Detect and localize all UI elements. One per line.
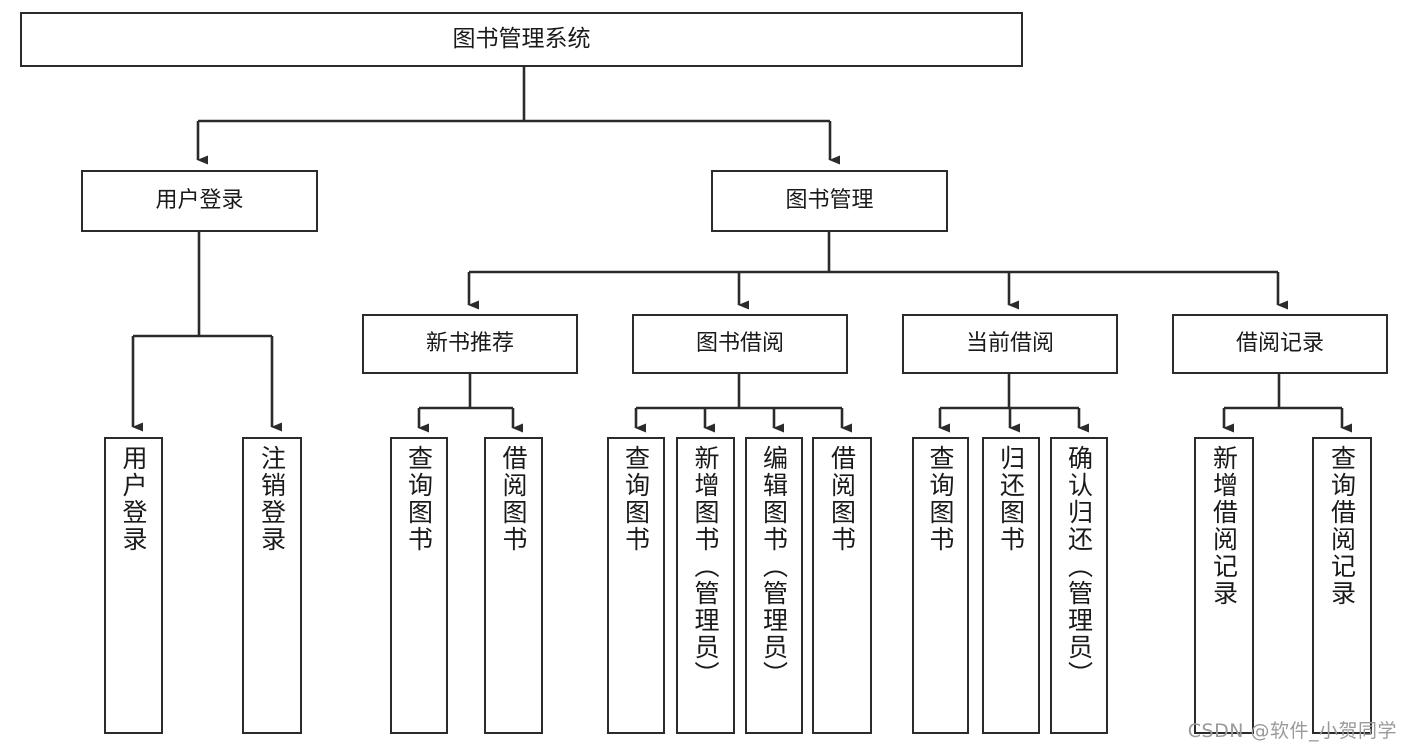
node-leaf-add-book-label: 新增图书（管理员） (691, 445, 720, 688)
node-leaf-borrow-book-2[interactable]: 借阅图书 (812, 437, 872, 734)
node-leaf-add-book[interactable]: 新增图书（管理员） (676, 437, 735, 734)
node-leaf-return-book-label: 归还图书 (996, 445, 1026, 553)
node-leaf-query-book-3[interactable]: 查询图书 (912, 437, 969, 734)
node-new-book-recommend-label: 新书推荐 (425, 330, 514, 356)
node-borrow-record-label: 借阅记录 (1235, 330, 1324, 356)
node-leaf-return-book[interactable]: 归还图书 (982, 437, 1040, 734)
node-leaf-query-book-3-label: 查询图书 (926, 445, 955, 553)
node-leaf-query-book-1-label: 查询图书 (404, 445, 434, 553)
node-leaf-edit-book-label: 编辑图书（管理员） (759, 445, 789, 688)
node-leaf-add-record-label: 新增借阅记录 (1209, 445, 1239, 607)
node-leaf-confirm-return-label: 确认归还（管理员） (1064, 445, 1094, 688)
node-leaf-query-book-1[interactable]: 查询图书 (390, 437, 448, 734)
node-leaf-user-login-label: 用户登录 (119, 445, 148, 553)
node-leaf-query-record-label: 查询借阅记录 (1327, 445, 1357, 607)
node-current-borrow[interactable]: 当前借阅 (902, 314, 1118, 374)
node-leaf-user-logout[interactable]: 注销登录 (242, 437, 302, 734)
node-leaf-edit-book[interactable]: 编辑图书（管理员） (745, 437, 803, 734)
node-leaf-user-logout-label: 注销登录 (257, 445, 287, 553)
node-user-login-label: 用户登录 (155, 187, 244, 213)
node-user-login[interactable]: 用户登录 (81, 170, 318, 232)
node-book-borrow-label: 图书借阅 (695, 330, 784, 356)
node-leaf-user-login[interactable]: 用户登录 (104, 437, 163, 734)
node-new-book-recommend[interactable]: 新书推荐 (362, 314, 578, 374)
node-book-manage-label: 图书管理 (785, 187, 874, 213)
node-leaf-query-record[interactable]: 查询借阅记录 (1312, 437, 1372, 734)
watermark-text: CSDN @软件_小贺同学 (1187, 720, 1397, 742)
node-leaf-borrow-book-1-label: 借阅图书 (499, 445, 528, 553)
node-root[interactable]: 图书管理系统 (20, 12, 1023, 67)
node-leaf-confirm-return[interactable]: 确认归还（管理员） (1050, 437, 1108, 734)
node-leaf-borrow-book-2-label: 借阅图书 (827, 445, 857, 553)
node-leaf-borrow-book-1[interactable]: 借阅图书 (484, 437, 543, 734)
node-book-manage[interactable]: 图书管理 (711, 170, 948, 232)
node-leaf-add-record[interactable]: 新增借阅记录 (1194, 437, 1254, 734)
node-current-borrow-label: 当前借阅 (965, 330, 1054, 356)
node-leaf-query-book-2-label: 查询图书 (621, 445, 651, 553)
node-borrow-record[interactable]: 借阅记录 (1172, 314, 1388, 374)
node-root-label: 图书管理系统 (452, 25, 591, 52)
node-leaf-query-book-2[interactable]: 查询图书 (607, 437, 665, 734)
node-book-borrow[interactable]: 图书借阅 (632, 314, 848, 374)
